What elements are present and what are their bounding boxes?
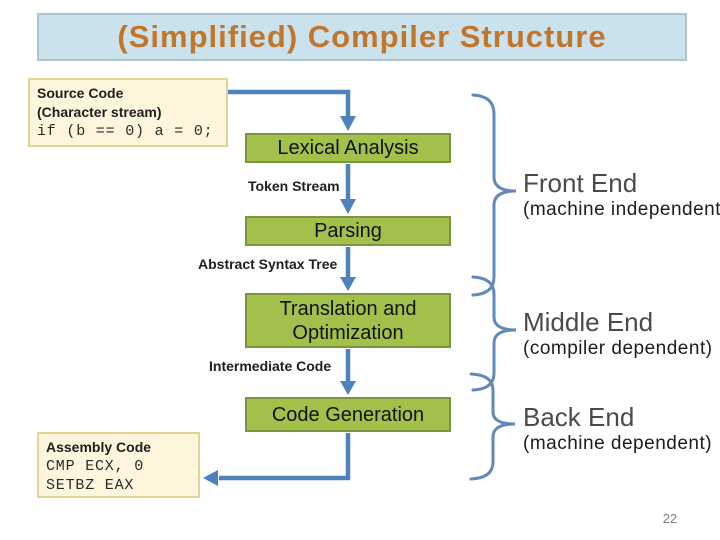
arrow-source-to-lexical	[228, 89, 356, 131]
front-end-name: Front End	[523, 168, 638, 198]
middle-end-detail: (compiler dependent)	[523, 338, 713, 359]
front-end-brace	[471, 93, 517, 297]
assembly-code-box: Assembly Code CMP ECX, 0 SETBZ EAX	[37, 432, 200, 498]
arrow-parsing-to-translation	[340, 247, 356, 291]
back-end-brace	[469, 372, 516, 481]
stage-box-code-generation: Code Generation	[245, 397, 451, 432]
back-end-detail: (machine dependent)	[523, 433, 713, 454]
stage-box-translation-optimization: Translation and Optimization	[245, 293, 451, 348]
back-end-name: Back End	[523, 402, 635, 432]
arrow-codegen-to-assembly	[203, 433, 351, 486]
source-code-box: Source Code (Character stream) if (b == …	[28, 78, 228, 147]
source-code-title: Source Code	[37, 85, 124, 101]
stage-box-lexical-analysis: Lexical Analysis	[245, 133, 451, 163]
slide-title: (Simplified) Compiler Structure	[117, 19, 607, 54]
group-back-end: Back End (machine dependent)	[523, 402, 712, 455]
assembly-code-line-1: CMP ECX, 0	[46, 458, 145, 475]
source-code-snippet: if (b == 0) a = 0;	[37, 123, 214, 140]
middle-end-name: Middle End	[523, 307, 654, 337]
slide-title-bar: (Simplified) Compiler Structure	[37, 13, 687, 61]
group-front-end: Front End (machine independent)	[523, 168, 720, 221]
middle-end-brace	[471, 275, 517, 392]
source-code-subtitle: (Character stream)	[37, 104, 162, 120]
arrow-lexical-to-parsing	[340, 164, 356, 214]
assembly-code-line-2: SETBZ EAX	[46, 477, 135, 494]
arrow-translation-to-codegen	[340, 349, 356, 395]
label-intermediate-code: Intermediate Code	[209, 358, 332, 374]
group-middle-end: Middle End (compiler dependent)	[523, 307, 713, 360]
front-end-detail: (machine independent)	[523, 199, 720, 220]
label-abstract-syntax-tree: Abstract Syntax Tree	[198, 256, 338, 272]
assembly-code-title: Assembly Code	[46, 439, 152, 455]
label-token-stream: Token Stream	[248, 178, 340, 194]
page-number: 22	[662, 511, 678, 526]
stage-box-parsing: Parsing	[245, 216, 451, 246]
